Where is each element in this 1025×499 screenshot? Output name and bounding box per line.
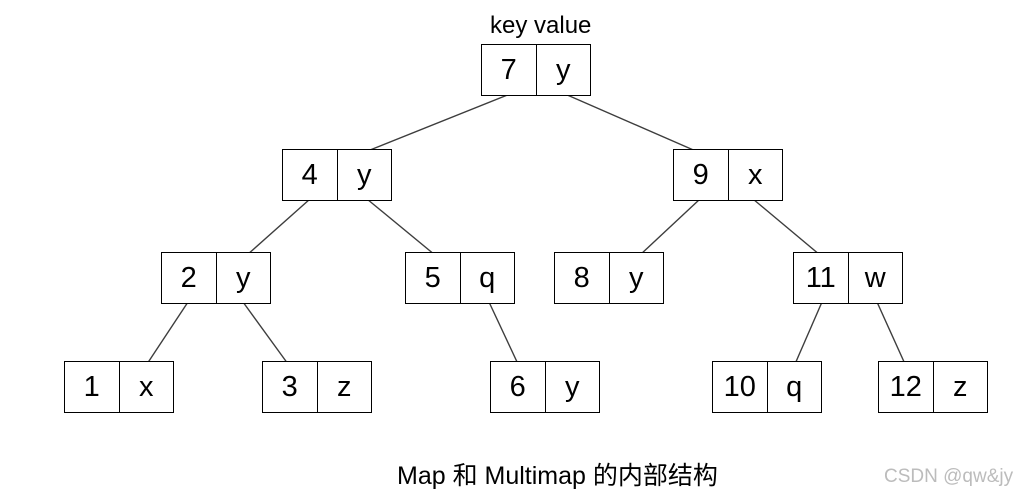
value-cell: y <box>544 362 600 412</box>
edge-n4-n5 <box>366 198 436 256</box>
value-cell: y <box>336 150 392 200</box>
csdn-watermark: CSDN @qw&jy <box>884 466 1014 487</box>
key-cell: 9 <box>692 158 709 191</box>
key-cell: 8 <box>573 261 590 294</box>
edge-n5-n6 <box>488 301 519 365</box>
value-cell: q <box>766 362 822 412</box>
diagram-caption: Map 和 Multimap 的内部结构 <box>397 462 718 490</box>
value-cell: y <box>215 253 271 303</box>
edge-n9-n11 <box>752 198 821 256</box>
value-cell: x <box>118 362 174 412</box>
value-cell: z <box>932 362 988 412</box>
key-cell: 2 <box>180 261 197 294</box>
key-cell: 1 <box>83 370 100 403</box>
tree-node-11: 11 w <box>793 252 903 304</box>
value-cell: y <box>535 45 591 95</box>
value-cell: w <box>847 253 903 303</box>
edge-n2-n3 <box>242 301 289 365</box>
key-cell: 4 <box>301 158 318 191</box>
value-cell: z <box>316 362 372 412</box>
edge-n4-n2 <box>246 198 311 256</box>
edge-n7-n4 <box>364 93 511 153</box>
value-cell: y <box>608 253 664 303</box>
edge-n2-n1 <box>146 301 189 365</box>
value-cell: x <box>727 150 783 200</box>
key-value-header-label: key value <box>490 12 592 39</box>
edge-n9-n8 <box>639 198 701 256</box>
key-cell: 11 <box>805 261 836 294</box>
key-cell: 12 <box>889 370 922 403</box>
edge-n7-n9 <box>564 93 699 153</box>
edge-n11-n10 <box>794 301 823 365</box>
key-cell: 6 <box>509 370 526 403</box>
key-cell: 3 <box>281 370 298 403</box>
key-cell: 5 <box>424 261 441 294</box>
edge-n11-n12 <box>876 301 906 365</box>
key-cell: 10 <box>723 370 756 403</box>
tree-node-12: 12 z <box>878 361 988 413</box>
value-cell: q <box>459 253 515 303</box>
key-cell: 7 <box>500 53 517 86</box>
tree-node-10: 10 q <box>712 361 822 413</box>
